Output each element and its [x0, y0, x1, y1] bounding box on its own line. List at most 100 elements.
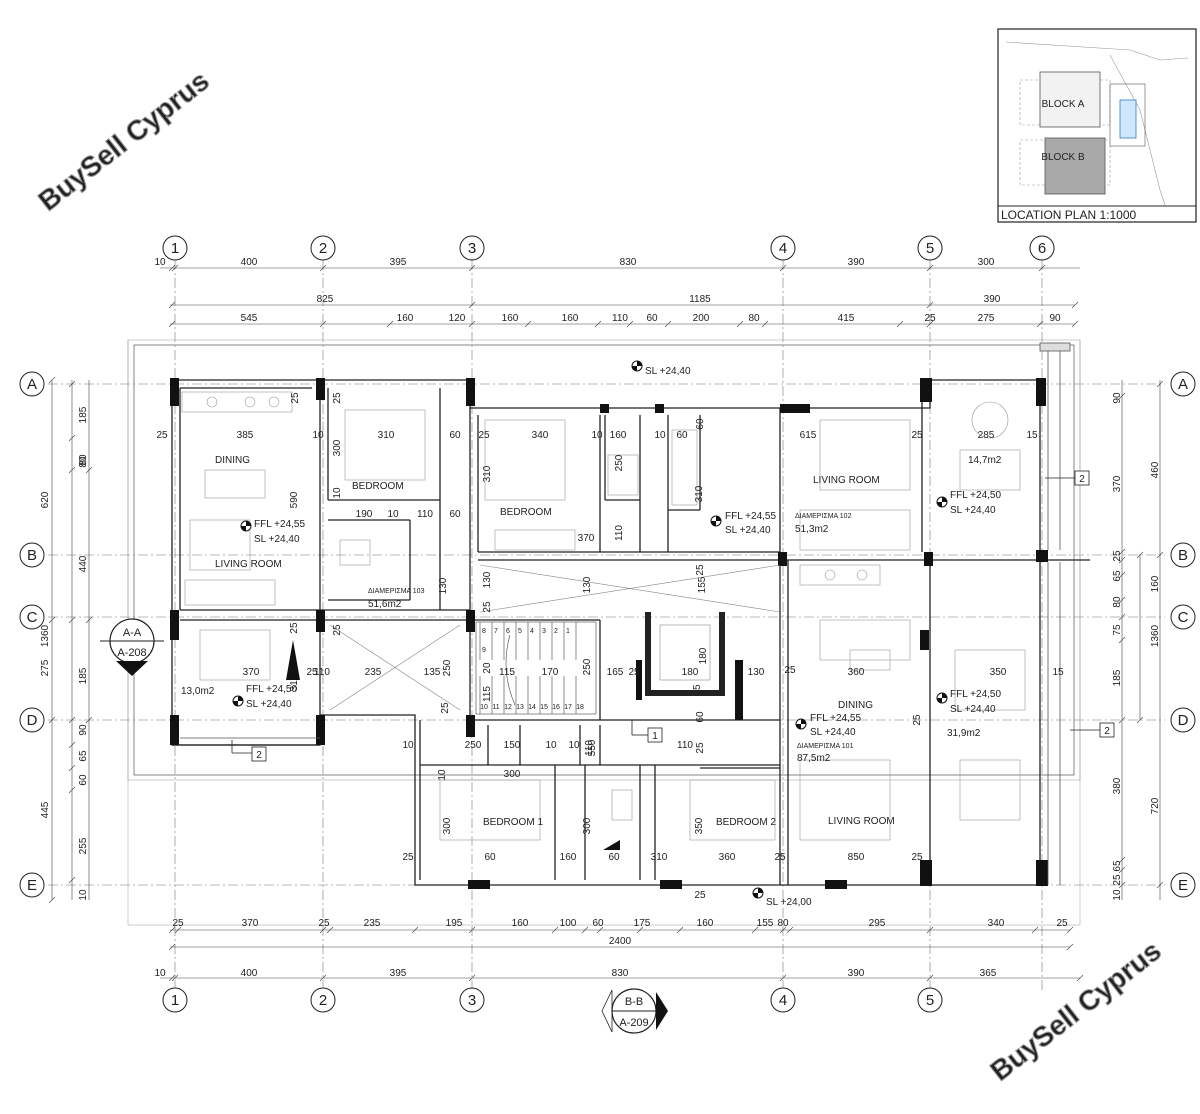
grid-row-label: B: [27, 547, 37, 564]
stair-step-number: 1: [566, 628, 570, 635]
dimension-text: 25: [694, 890, 706, 901]
apartment-103-area: 51,6m2: [368, 599, 402, 610]
dimension-text: 25: [1112, 550, 1123, 562]
stair-step-number: 6: [506, 628, 510, 635]
column: [170, 715, 179, 745]
column: [920, 630, 929, 650]
grid-bubble: [310, 235, 336, 261]
dimension-text: 60: [78, 774, 89, 786]
column: [920, 378, 932, 402]
level-label: SL +24,00: [766, 897, 812, 908]
grid-row-label: A: [1178, 376, 1188, 393]
dimension-text: 25: [1056, 918, 1068, 929]
dimension-text: 160: [512, 918, 529, 929]
dimension-text: 590: [289, 491, 300, 508]
stair-step-number: 16: [552, 704, 560, 711]
dimension-text: 300: [582, 817, 593, 834]
grid-column-label: 5: [926, 992, 934, 1009]
dimension-text: 155: [757, 918, 774, 929]
dimension-text: 10: [402, 740, 414, 751]
dimension-text: 25: [482, 601, 493, 613]
grid-row-label: C: [27, 609, 38, 626]
column: [316, 715, 325, 745]
dimension-text: 255: [78, 837, 89, 854]
section-marker-bb: B-B A-209: [601, 988, 668, 1034]
column: [170, 610, 179, 640]
apartment-102-area: 51,3m2: [795, 524, 829, 535]
dimension-text: 25: [290, 392, 301, 404]
grid-row-label: D: [27, 712, 38, 729]
dimension-text: 180: [682, 667, 699, 678]
dimension-text: 25: [695, 742, 706, 754]
level-label: FFL +24,55: [725, 511, 776, 522]
structural-columns: [170, 378, 1048, 889]
dimension-text: 25: [172, 918, 184, 929]
dimension-text: 10: [387, 509, 399, 520]
dimension-text: 285: [978, 430, 995, 441]
dimension-text: 25: [478, 430, 490, 441]
column: [924, 552, 933, 566]
room-labels: DINING LIVING ROOM BEDROOM BEDROOM LIVIN…: [181, 455, 1002, 828]
section-aa-ref: A-208: [117, 647, 146, 659]
dimension-text: 80: [78, 456, 89, 468]
dimension-text: 110: [614, 525, 625, 541]
dimension-text: 160: [502, 313, 519, 324]
stair-step-number: 15: [540, 704, 548, 711]
dimension-text: 110: [677, 740, 693, 751]
dimension-text: 80: [748, 313, 760, 324]
apartment-101-label: ΔΙΑΜΕΡΙΣΜΑ 101: [797, 743, 854, 750]
dimension-text: 80: [1112, 596, 1123, 608]
dimension-text: 185: [78, 406, 89, 423]
level-marker-icon: [240, 520, 252, 532]
dimension-text: 370: [578, 533, 595, 544]
dimension-text: 235: [364, 918, 381, 929]
dimension-text: 235: [365, 667, 382, 678]
dimension-text: 360: [719, 852, 736, 863]
dimension-text: 160: [610, 430, 627, 441]
tag-2-right-lower: 2: [1104, 726, 1110, 737]
dimension-text: 185: [78, 667, 89, 684]
grid-bubble: [162, 987, 188, 1013]
dimension-text: 60: [449, 430, 461, 441]
room-living-102: LIVING ROOM: [813, 475, 880, 486]
dimension-text: 1360: [40, 624, 51, 647]
dimension-text: 115: [482, 686, 493, 702]
grid-bubble: [310, 987, 336, 1013]
dimension-text: 25: [318, 918, 330, 929]
dimension-text: 180: [698, 647, 709, 664]
level-marker-icon: [710, 515, 722, 527]
dimension-text: 165: [607, 667, 624, 678]
grid-column-label: 2: [319, 992, 327, 1009]
stair-step-number: 3: [542, 628, 546, 635]
furniture: [181, 391, 1026, 841]
dimension-text: 310: [482, 465, 493, 482]
dimension-text: 195: [446, 918, 463, 929]
section-bb-ref: A-209: [619, 1017, 648, 1029]
grid-bubble: [19, 542, 45, 568]
staircase: [475, 621, 597, 715]
column: [468, 880, 490, 889]
dimension-text: 385: [237, 430, 254, 441]
dimension-text: 250: [442, 659, 453, 676]
dimension-text: 25: [306, 667, 318, 678]
dimension-text: 10: [437, 769, 448, 781]
grid-column-label: 5: [926, 240, 934, 257]
dimension-text: 25: [695, 564, 706, 576]
cut-arrow-icon: [286, 640, 300, 680]
grid-column-label: 6: [1038, 240, 1046, 257]
dimension-text: 390: [984, 294, 1001, 305]
grid-column-label: 3: [468, 992, 476, 1009]
room-dining-101: DINING: [838, 700, 873, 711]
dimension-text: 10: [545, 740, 557, 751]
dimension-text: 10: [154, 968, 166, 979]
dimension-text: 110: [612, 313, 628, 324]
grid-bubble: [19, 872, 45, 898]
dimension-text: 60: [592, 918, 604, 929]
dimension-text: 275: [978, 313, 995, 324]
dimension-text: 615: [800, 430, 817, 441]
grid-bubble: [1170, 604, 1196, 630]
grid-column-label: 2: [319, 240, 327, 257]
column: [316, 610, 325, 632]
